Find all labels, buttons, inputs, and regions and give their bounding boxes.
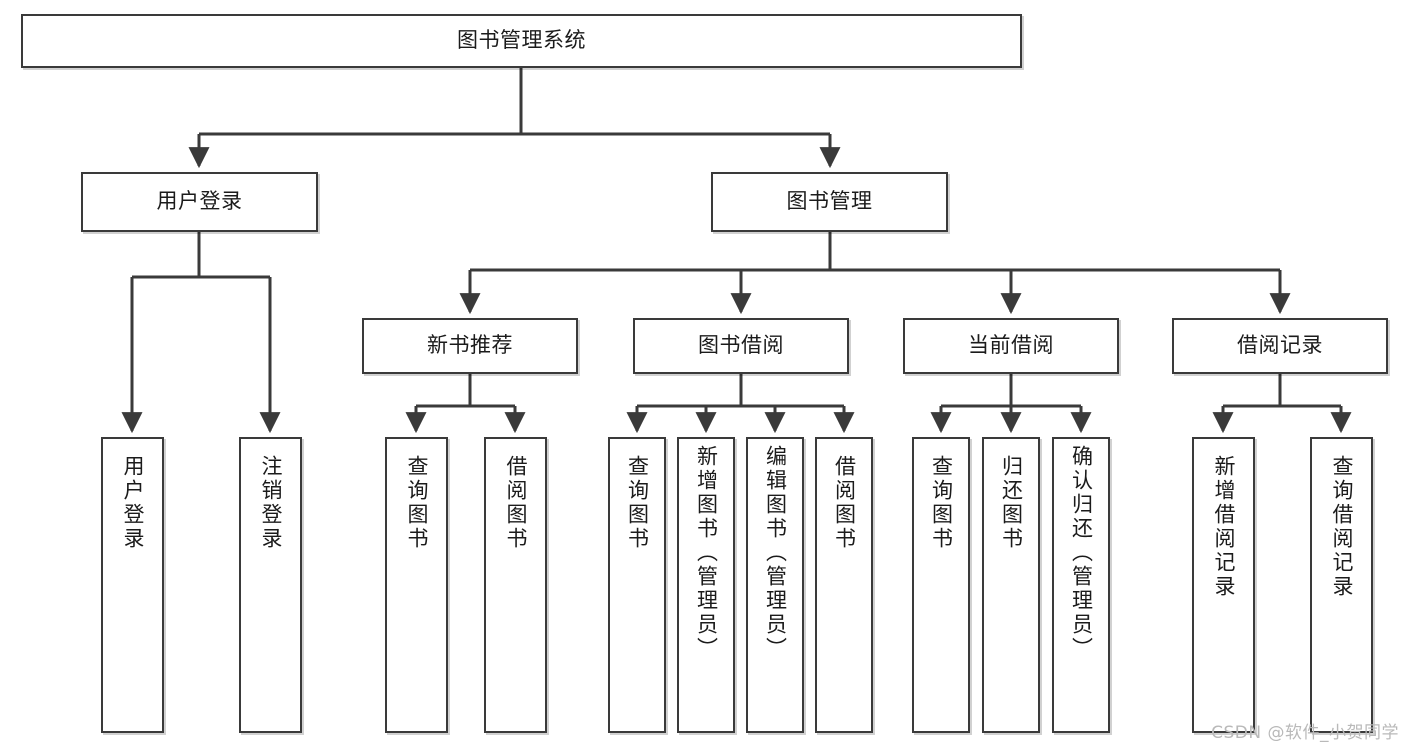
node-leaf-add-book-label: 新增图书（管理员） [694,445,719,661]
node-leaf-user-login-label: 用户登录 [121,455,145,551]
node-leaf-user-login[interactable]: 用户登录 [101,437,164,733]
node-root[interactable]: 图书管理系统 [21,14,1022,68]
node-book-borrow[interactable]: 图书借阅 [633,318,849,374]
node-leaf-return-book[interactable]: 归还图书 [982,437,1040,733]
node-leaf-query-borrow-record[interactable]: 查询借阅记录 [1310,437,1373,733]
node-borrow-record[interactable]: 借阅记录 [1172,318,1388,374]
node-leaf-add-book[interactable]: 新增图书（管理员） [677,437,735,733]
node-leaf-confirm-return[interactable]: 确认归还（管理员） [1052,437,1110,733]
node-user-login-label: 用户登录 [156,189,243,214]
node-new-book-recommend-label: 新书推荐 [427,333,513,358]
node-leaf-query-book-recommend-label: 查询图书 [405,455,429,551]
node-book-borrow-label: 图书借阅 [698,333,784,358]
node-leaf-user-logout[interactable]: 注销登录 [239,437,302,733]
node-leaf-query-book-borrow-label: 查询图书 [625,455,650,551]
node-leaf-edit-book-label: 编辑图书（管理员） [763,445,788,661]
node-root-label: 图书管理系统 [457,28,586,53]
node-book-management-label: 图书管理 [786,189,873,214]
node-leaf-borrow-book-recommend[interactable]: 借阅图书 [484,437,547,733]
node-leaf-return-book-label: 归还图书 [999,455,1024,551]
node-leaf-confirm-return-label: 确认归还（管理员） [1069,445,1094,661]
node-new-book-recommend[interactable]: 新书推荐 [362,318,578,374]
node-leaf-query-book-current[interactable]: 查询图书 [912,437,970,733]
node-leaf-edit-book[interactable]: 编辑图书（管理员） [746,437,804,733]
node-leaf-borrow-book-label: 借阅图书 [832,455,857,551]
node-leaf-borrow-book[interactable]: 借阅图书 [815,437,873,733]
node-borrow-record-label: 借阅记录 [1237,333,1323,358]
node-leaf-add-borrow-record-label: 新增借阅记录 [1212,455,1236,599]
node-leaf-query-book-current-label: 查询图书 [929,455,954,551]
node-leaf-query-book-borrow[interactable]: 查询图书 [608,437,666,733]
node-leaf-query-borrow-record-label: 查询借阅记录 [1330,455,1354,599]
node-book-management[interactable]: 图书管理 [711,172,948,232]
node-current-borrow-label: 当前借阅 [968,333,1054,358]
node-leaf-borrow-book-recommend-label: 借阅图书 [504,455,528,551]
node-current-borrow[interactable]: 当前借阅 [903,318,1119,374]
node-leaf-add-borrow-record[interactable]: 新增借阅记录 [1192,437,1255,733]
node-user-login[interactable]: 用户登录 [81,172,318,232]
node-leaf-query-book-recommend[interactable]: 查询图书 [385,437,448,733]
node-leaf-user-logout-label: 注销登录 [259,455,283,551]
